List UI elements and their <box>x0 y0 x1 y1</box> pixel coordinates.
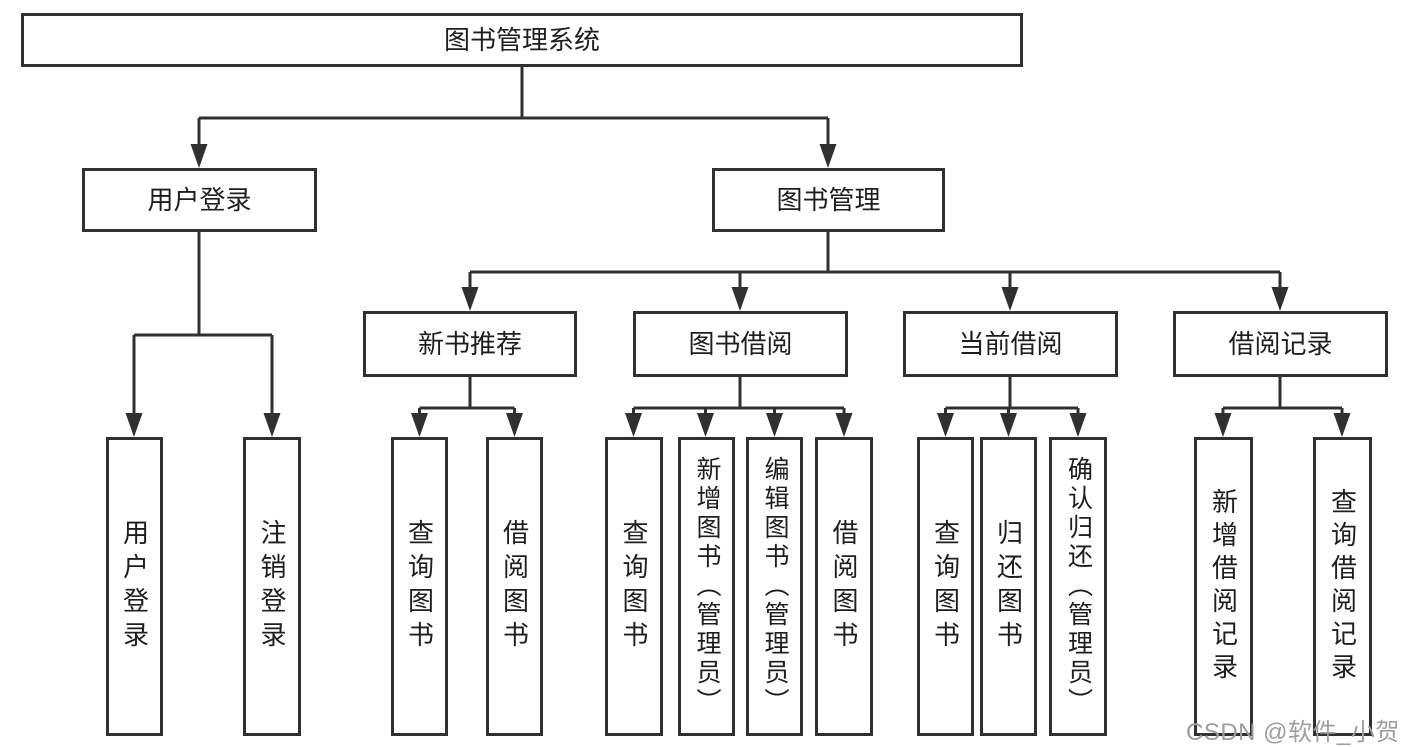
node-root-system: 图书管理系统 <box>21 13 1023 67</box>
arrow-down-icon <box>125 413 143 437</box>
leaf-cb-confirm-return-admin: 确认归还（管理员） <box>1049 437 1107 736</box>
arrow-down-icon <box>1000 413 1017 437</box>
connector-book-management-to-level3 <box>468 232 1282 291</box>
arrow-down-icon <box>1333 413 1351 437</box>
arrow-down-icon <box>625 413 642 437</box>
connector-current-borrowing-to-leaves <box>944 377 1080 417</box>
node-current-borrowing: 当前借阅 <box>903 311 1118 377</box>
arrow-down-icon <box>190 144 208 168</box>
leaf-bb-query-books: 查询图书 <box>605 437 663 736</box>
node-borrowing-records: 借阅记录 <box>1173 311 1388 377</box>
arrow-down-icon <box>506 413 523 437</box>
arrow-down-icon <box>937 413 954 437</box>
arrow-down-icon <box>731 287 749 311</box>
leaf-user-login: 用户登录 <box>106 437 163 736</box>
arrow-down-icon <box>411 413 428 437</box>
node-user-login: 用户登录 <box>82 168 317 232</box>
arrow-down-icon <box>263 413 281 437</box>
leaf-logout: 注销登录 <box>243 437 301 736</box>
arrow-down-icon <box>819 144 837 168</box>
connector-user-login-to-leaves <box>132 232 274 417</box>
leaf-br-add-record: 新增借阅记录 <box>1194 437 1253 736</box>
arrow-down-icon <box>835 413 853 437</box>
leaf-br-query-record: 查询借阅记录 <box>1313 437 1372 736</box>
leaf-cb-return-books: 归还图书 <box>980 437 1037 736</box>
arrow-down-icon <box>461 287 479 311</box>
arrow-down-icon <box>1069 413 1087 437</box>
connector-book-borrowing-to-leaves <box>632 377 846 417</box>
leaf-nr-query-books: 查询图书 <box>391 437 448 736</box>
arrow-down-icon <box>1001 287 1019 311</box>
node-new-book-recommend: 新书推荐 <box>363 311 577 377</box>
leaf-cb-query-books: 查询图书 <box>917 437 974 736</box>
leaf-bb-borrow-books: 借阅图书 <box>815 437 873 736</box>
connector-new-book-recommend-to-leaves <box>418 377 516 417</box>
leaf-bb-add-books-admin: 新增图书（管理员） <box>678 437 735 736</box>
arrow-down-icon <box>1214 413 1232 437</box>
connector-borrowing-records-to-leaves <box>1221 377 1344 417</box>
arrow-down-icon <box>766 413 783 437</box>
node-book-borrowing: 图书借阅 <box>633 311 848 377</box>
csdn-watermark: CSDN @软件_小贺同学 <box>1186 719 1400 746</box>
node-book-management: 图书管理 <box>712 168 945 232</box>
leaf-nr-borrow-books: 借阅图书 <box>486 437 543 736</box>
connector-root-to-level2 <box>197 67 830 148</box>
leaf-bb-edit-books-admin: 编辑图书（管理员） <box>746 437 803 736</box>
arrow-down-icon <box>697 413 714 437</box>
arrow-down-icon <box>1271 287 1289 311</box>
